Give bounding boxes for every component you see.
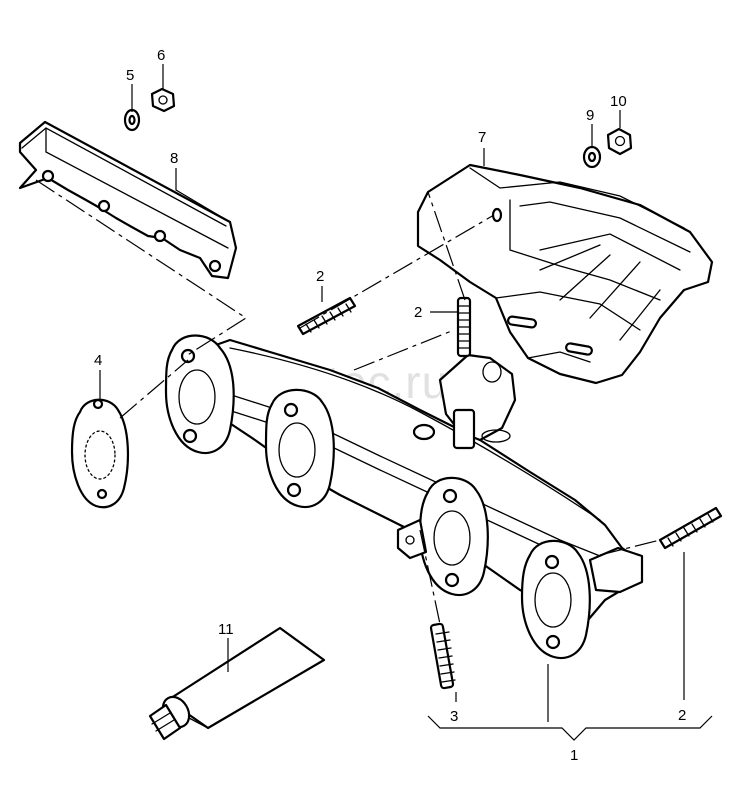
callout-2-upper: 2 — [316, 268, 324, 285]
callout-3: 3 — [450, 708, 458, 725]
callout-5: 5 — [126, 67, 134, 84]
callout-7: 7 — [478, 129, 486, 146]
callout-2-right: 2 — [678, 707, 686, 724]
part-2-stud-vertical[interactable] — [452, 296, 476, 450]
callout-10: 10 — [610, 93, 627, 110]
callout-9: 9 — [586, 107, 594, 124]
leader-lines — [35, 64, 713, 741]
part-3-stud[interactable] — [429, 622, 456, 690]
callout-11: 11 — [218, 621, 234, 638]
part-2-stud-right[interactable] — [658, 506, 723, 550]
callout-4: 4 — [94, 352, 102, 369]
part-6-nut[interactable] — [150, 87, 176, 113]
part-8-heat-shield-strip[interactable] — [18, 120, 238, 280]
part-11-paste-tube[interactable] — [148, 626, 326, 741]
callout-labels: 5 6 8 7 9 10 2 2 4 11 3 2 1 — [94, 47, 686, 764]
part-10-nut[interactable] — [606, 127, 633, 156]
callout-2-vertical: 2 — [414, 304, 422, 321]
callout-1: 1 — [570, 747, 578, 764]
part-5-washer[interactable] — [123, 108, 141, 132]
callout-8: 8 — [170, 150, 178, 167]
part-9-washer[interactable] — [582, 145, 602, 169]
part-2-stud-upper[interactable] — [296, 296, 357, 336]
part-7-heat-shield[interactable] — [416, 163, 714, 385]
part-4-gasket[interactable] — [70, 398, 130, 509]
callout-6: 6 — [157, 47, 165, 64]
